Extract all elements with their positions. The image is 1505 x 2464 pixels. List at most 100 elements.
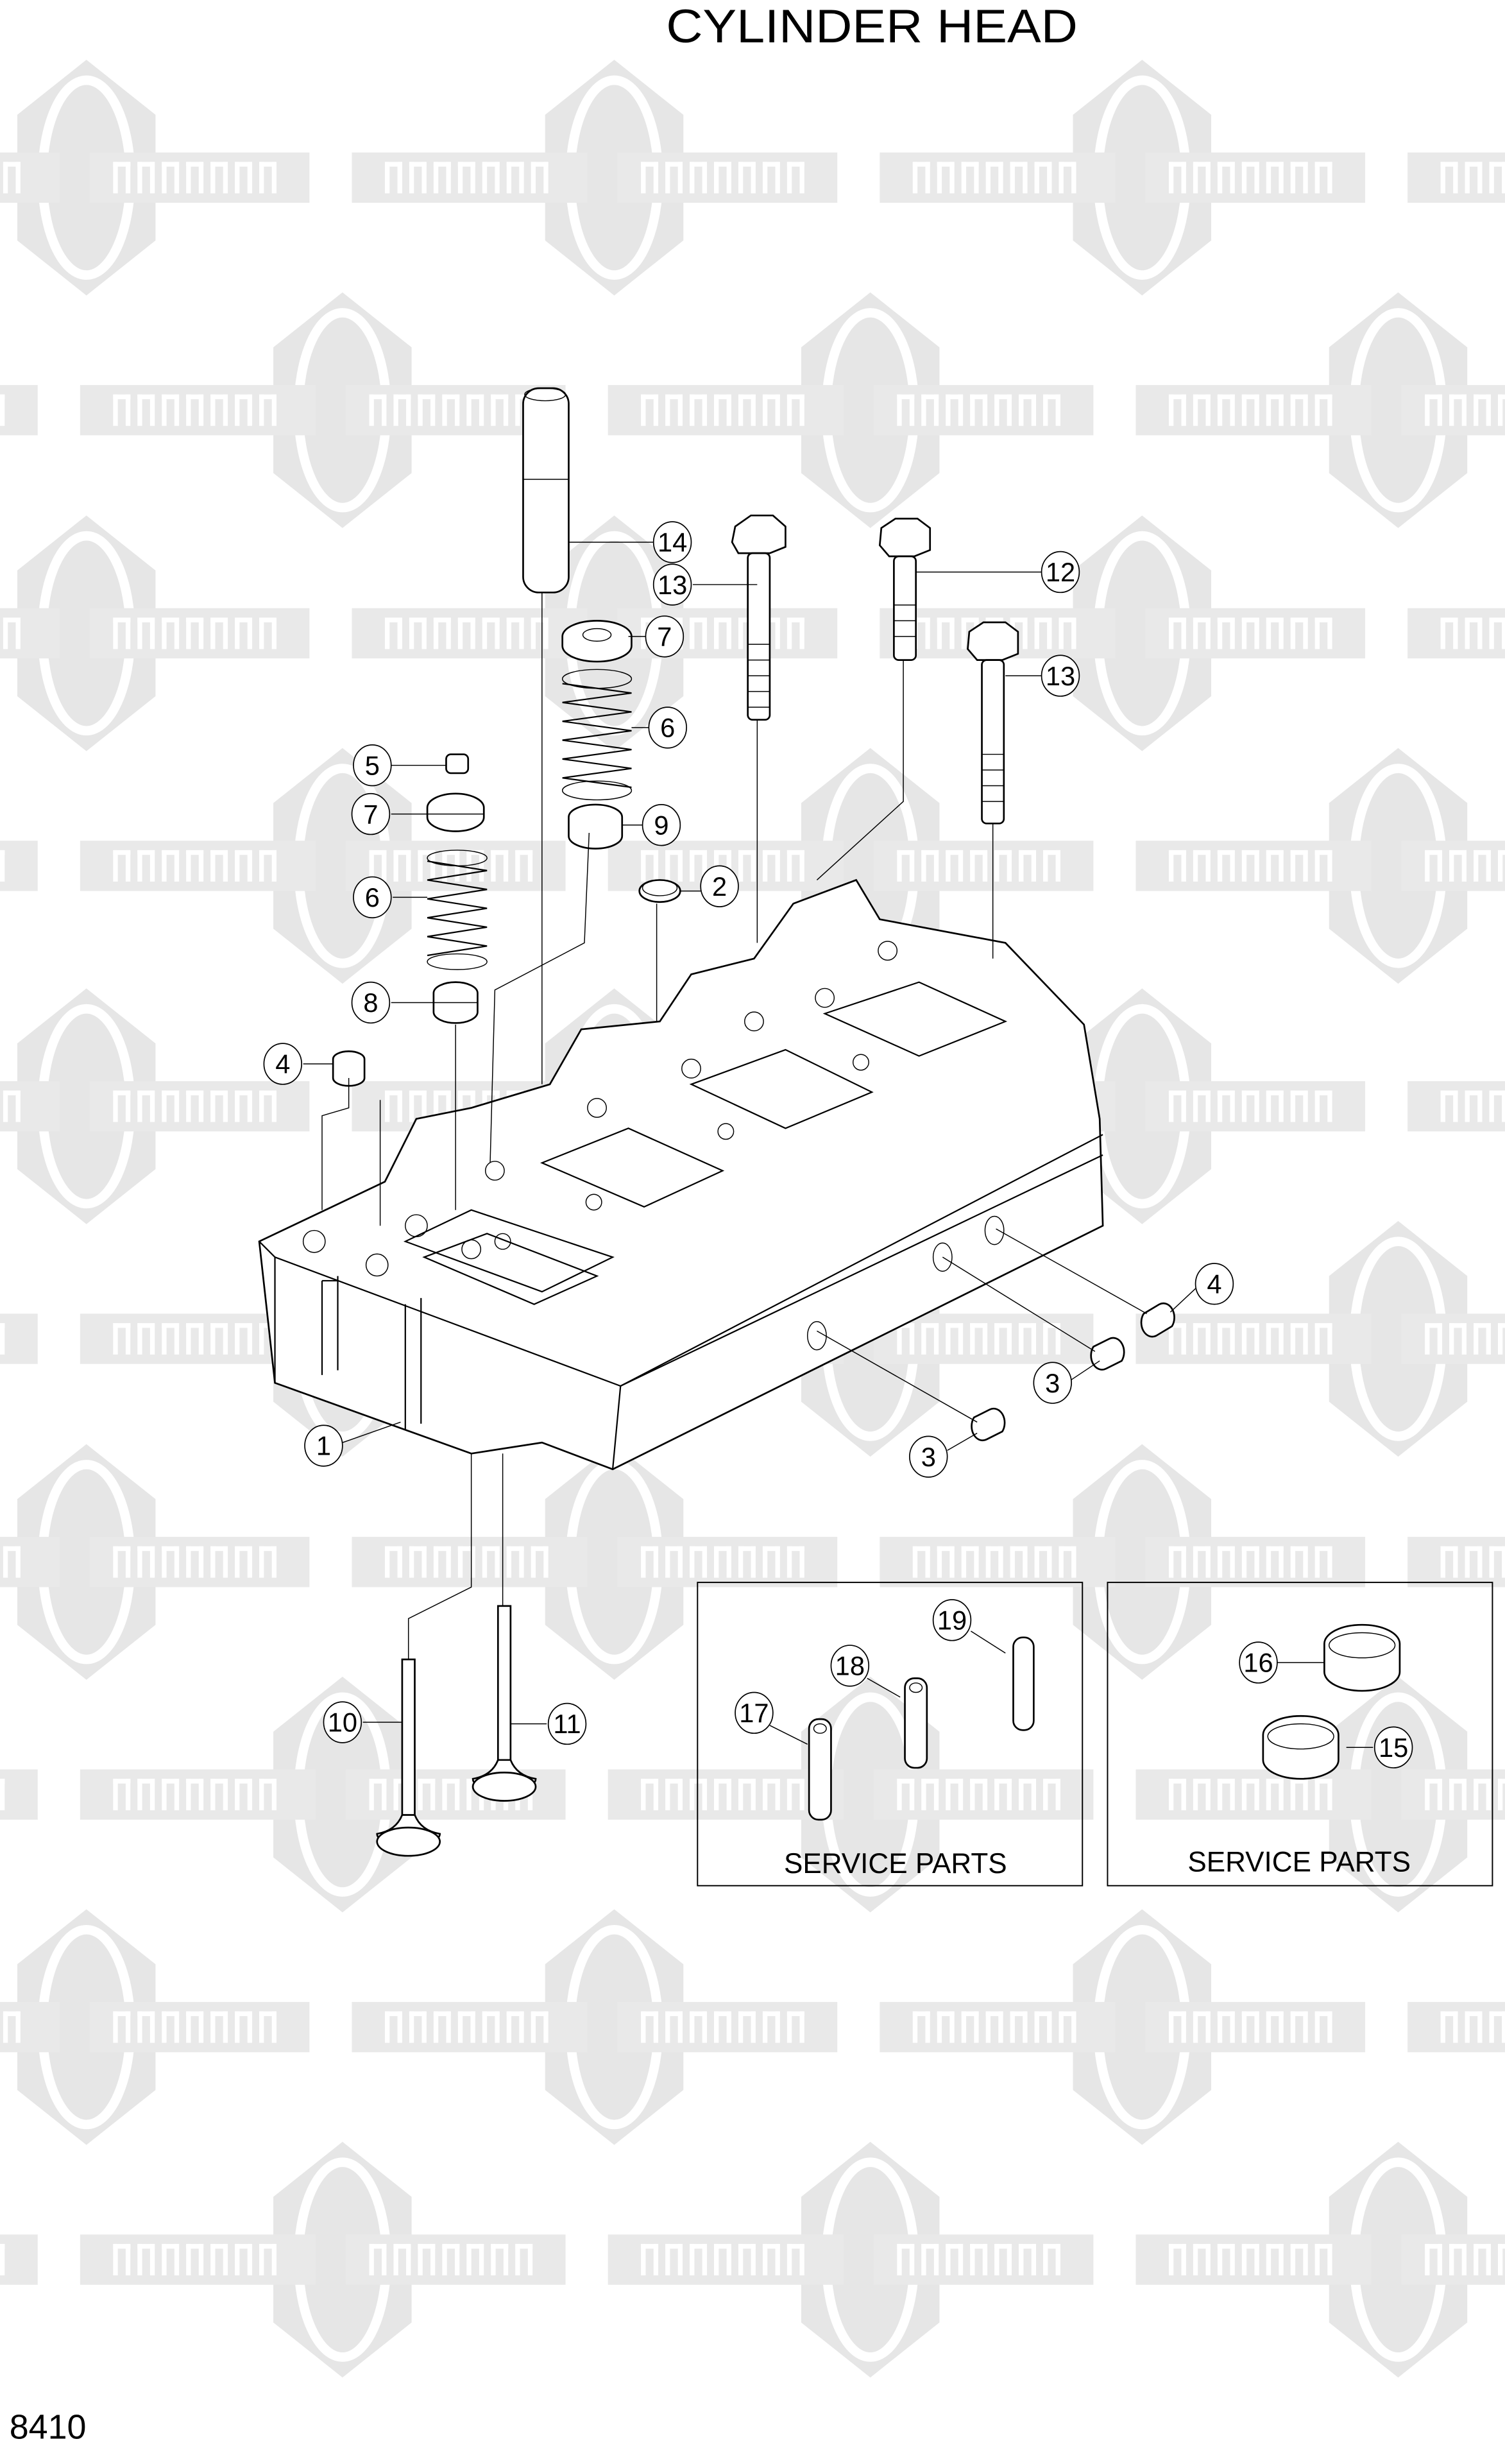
ring-2[interactable] xyxy=(638,879,681,903)
watermark-logo xyxy=(1407,1081,1505,1132)
callout-17[interactable]: 17 xyxy=(735,1691,774,1734)
watermark-logo xyxy=(0,988,310,1224)
retainer-7-upper[interactable] xyxy=(561,620,633,663)
callout-7[interactable]: 7 xyxy=(351,792,391,835)
spring-6-upper[interactable] xyxy=(561,669,633,801)
callout-2[interactable]: 2 xyxy=(700,865,739,907)
callout-number: 4 xyxy=(275,1049,290,1079)
watermark-logo xyxy=(608,2141,1094,2378)
bolt-13-left[interactable] xyxy=(731,514,787,721)
callout-number: 8 xyxy=(363,988,378,1018)
callout-number: 1 xyxy=(316,1431,331,1461)
watermark-logo xyxy=(1135,292,1505,528)
watermark-logo xyxy=(608,1677,1094,1913)
callout-1[interactable]: 1 xyxy=(304,1425,343,1467)
watermark-logo xyxy=(0,1444,310,1680)
callout-number: 19 xyxy=(937,1605,967,1636)
watermark-logo xyxy=(0,1313,38,1364)
callout-7[interactable]: 7 xyxy=(645,615,684,658)
callout-4[interactable]: 4 xyxy=(263,1043,303,1085)
callout-circle xyxy=(909,1435,948,1478)
callout-6[interactable]: 6 xyxy=(648,706,688,749)
callout-number: 2 xyxy=(712,871,727,902)
callout-11[interactable]: 11 xyxy=(547,1702,587,1745)
callout-16[interactable]: 16 xyxy=(1239,1641,1278,1684)
watermark-logo xyxy=(80,2141,566,2378)
callout-circle xyxy=(323,1701,362,1743)
callout-circle xyxy=(1239,1641,1278,1684)
callout-9[interactable]: 9 xyxy=(642,804,681,846)
callout-circle xyxy=(1041,654,1080,697)
page-title: CYLINDER HEAD xyxy=(666,0,1078,53)
callout-circle xyxy=(830,1645,870,1687)
watermark-logo xyxy=(1135,748,1505,984)
service-box-rings: SERVICE PARTS xyxy=(1107,1582,1493,1887)
callout-12[interactable]: 12 xyxy=(1041,551,1080,594)
watermark-logo xyxy=(352,1444,838,1680)
callout-3[interactable]: 3 xyxy=(909,1435,948,1478)
bolt-12[interactable] xyxy=(878,517,931,661)
callout-13[interactable]: 13 xyxy=(1041,654,1080,697)
callout-18[interactable]: 18 xyxy=(830,1645,870,1687)
callout-circle xyxy=(652,521,692,563)
watermark-logo xyxy=(352,515,838,751)
plug-4-right[interactable] xyxy=(1140,1302,1175,1338)
plug-3-upper[interactable] xyxy=(1090,1337,1125,1371)
watermark-logo xyxy=(80,748,566,984)
valve-10[interactable] xyxy=(376,1658,441,1857)
watermark-logo xyxy=(880,1444,1366,1680)
seal-9[interactable] xyxy=(568,803,624,850)
bolt-13-right[interactable] xyxy=(967,621,1019,825)
callout-number: 7 xyxy=(363,799,378,829)
watermark-logo xyxy=(0,841,38,891)
cylinder-head-block[interactable] xyxy=(258,878,1104,1471)
callout-circle xyxy=(645,615,684,658)
watermark-logo xyxy=(0,385,38,436)
callout-number: 6 xyxy=(660,713,675,743)
callout-number: 9 xyxy=(654,810,668,840)
callout-circle xyxy=(642,804,681,846)
watermark-logo xyxy=(0,515,310,751)
callout-circle xyxy=(351,792,391,835)
callout-number: 3 xyxy=(1045,1368,1060,1398)
watermark-logo xyxy=(1135,1677,1505,1913)
callout-number: 16 xyxy=(1243,1648,1273,1678)
sleeve-14[interactable] xyxy=(522,387,570,594)
callout-10[interactable]: 10 xyxy=(323,1701,362,1743)
callout-circle xyxy=(648,706,688,749)
callout-number: 14 xyxy=(658,527,687,558)
watermark-logo xyxy=(1135,2141,1505,2378)
callout-circle xyxy=(304,1425,343,1467)
callout-8[interactable]: 8 xyxy=(351,981,391,1024)
callout-circle xyxy=(351,981,391,1024)
callout-13[interactable]: 13 xyxy=(652,563,692,606)
callout-number: 4 xyxy=(1207,1269,1221,1299)
callout-14[interactable]: 14 xyxy=(652,521,692,563)
watermark-logo xyxy=(880,60,1366,296)
callout-circle xyxy=(1195,1263,1234,1305)
watermark-logo xyxy=(880,1909,1366,2145)
callouts: 14 13 7 12 13 6 5 9 7 2 6 8 4 4 3 3 1 10 11 19 18 17 16 15 xyxy=(263,521,1413,1768)
service-parts-label: SERVICE PARTS xyxy=(784,1848,1007,1879)
callout-6[interactable]: 6 xyxy=(353,876,392,919)
callout-number: 5 xyxy=(365,750,380,780)
plug-4-left[interactable] xyxy=(332,1050,366,1087)
spring-6-lower[interactable] xyxy=(427,850,488,970)
callout-number: 13 xyxy=(1046,661,1075,691)
callout-4[interactable]: 4 xyxy=(1195,1263,1234,1305)
watermark-logo xyxy=(352,60,838,296)
callout-5[interactable]: 5 xyxy=(353,744,392,787)
retainer-7-lower[interactable] xyxy=(426,792,485,832)
watermark-logo xyxy=(0,1909,310,2145)
callout-3[interactable]: 3 xyxy=(1033,1362,1072,1404)
page-number: 8410 xyxy=(10,2408,87,2447)
watermark-logo xyxy=(0,2234,38,2285)
collet-5[interactable] xyxy=(445,753,470,774)
valve-11[interactable] xyxy=(472,1605,537,1802)
callout-number: 6 xyxy=(365,882,380,912)
callout-15[interactable]: 15 xyxy=(1373,1726,1413,1768)
callout-19[interactable]: 19 xyxy=(932,1599,972,1641)
callout-circle xyxy=(353,876,392,919)
plug-3-lower[interactable] xyxy=(971,1407,1006,1442)
callout-circle xyxy=(700,865,739,907)
